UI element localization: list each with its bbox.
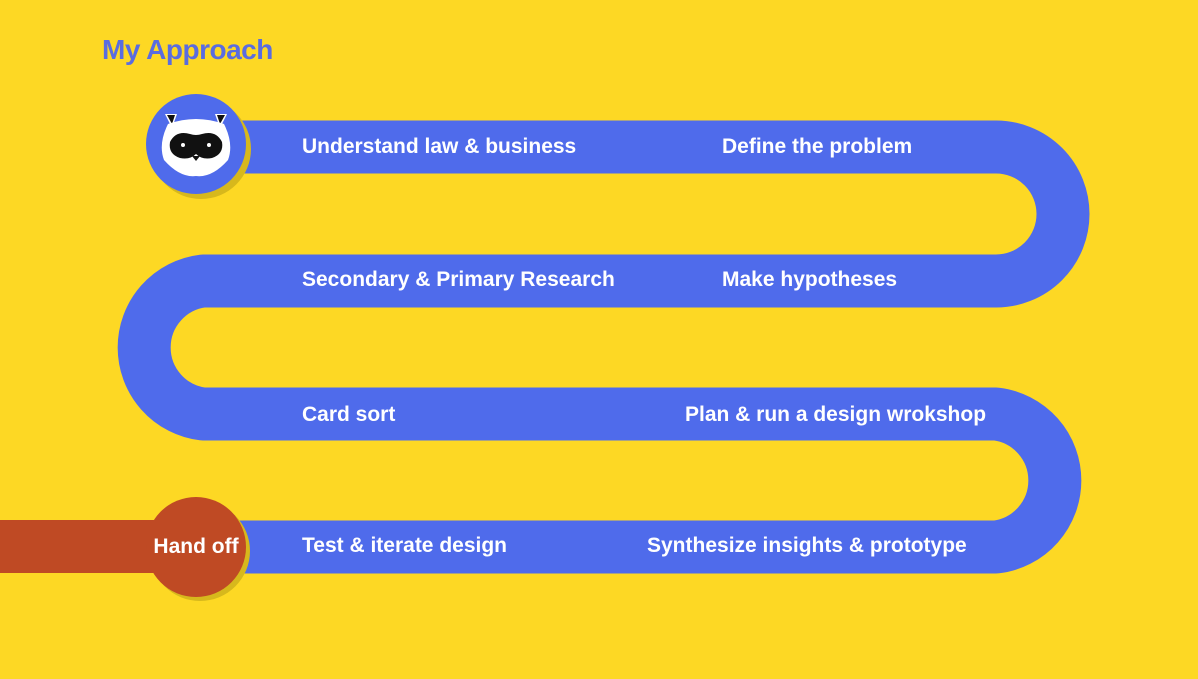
step-synthesize-prototype: Synthesize insights & prototype bbox=[647, 534, 967, 557]
handoff-circle: Hand off bbox=[146, 497, 246, 597]
step-card-sort: Card sort bbox=[302, 403, 396, 426]
start-avatar bbox=[146, 94, 246, 194]
step-design-workshop: Plan & run a design wrokshop bbox=[685, 403, 987, 426]
step-make-hypotheses: Make hypotheses bbox=[722, 268, 898, 291]
step-understand-law-business: Understand law & business bbox=[302, 135, 577, 158]
step-secondary-primary-research: Secondary & Primary Research bbox=[302, 268, 615, 291]
raccoon-icon bbox=[161, 114, 231, 177]
handoff-label: Hand off bbox=[153, 535, 239, 558]
step-test-iterate: Test & iterate design bbox=[302, 534, 507, 557]
page-title: My Approach bbox=[102, 34, 273, 65]
step-define-problem: Define the problem bbox=[722, 135, 913, 158]
